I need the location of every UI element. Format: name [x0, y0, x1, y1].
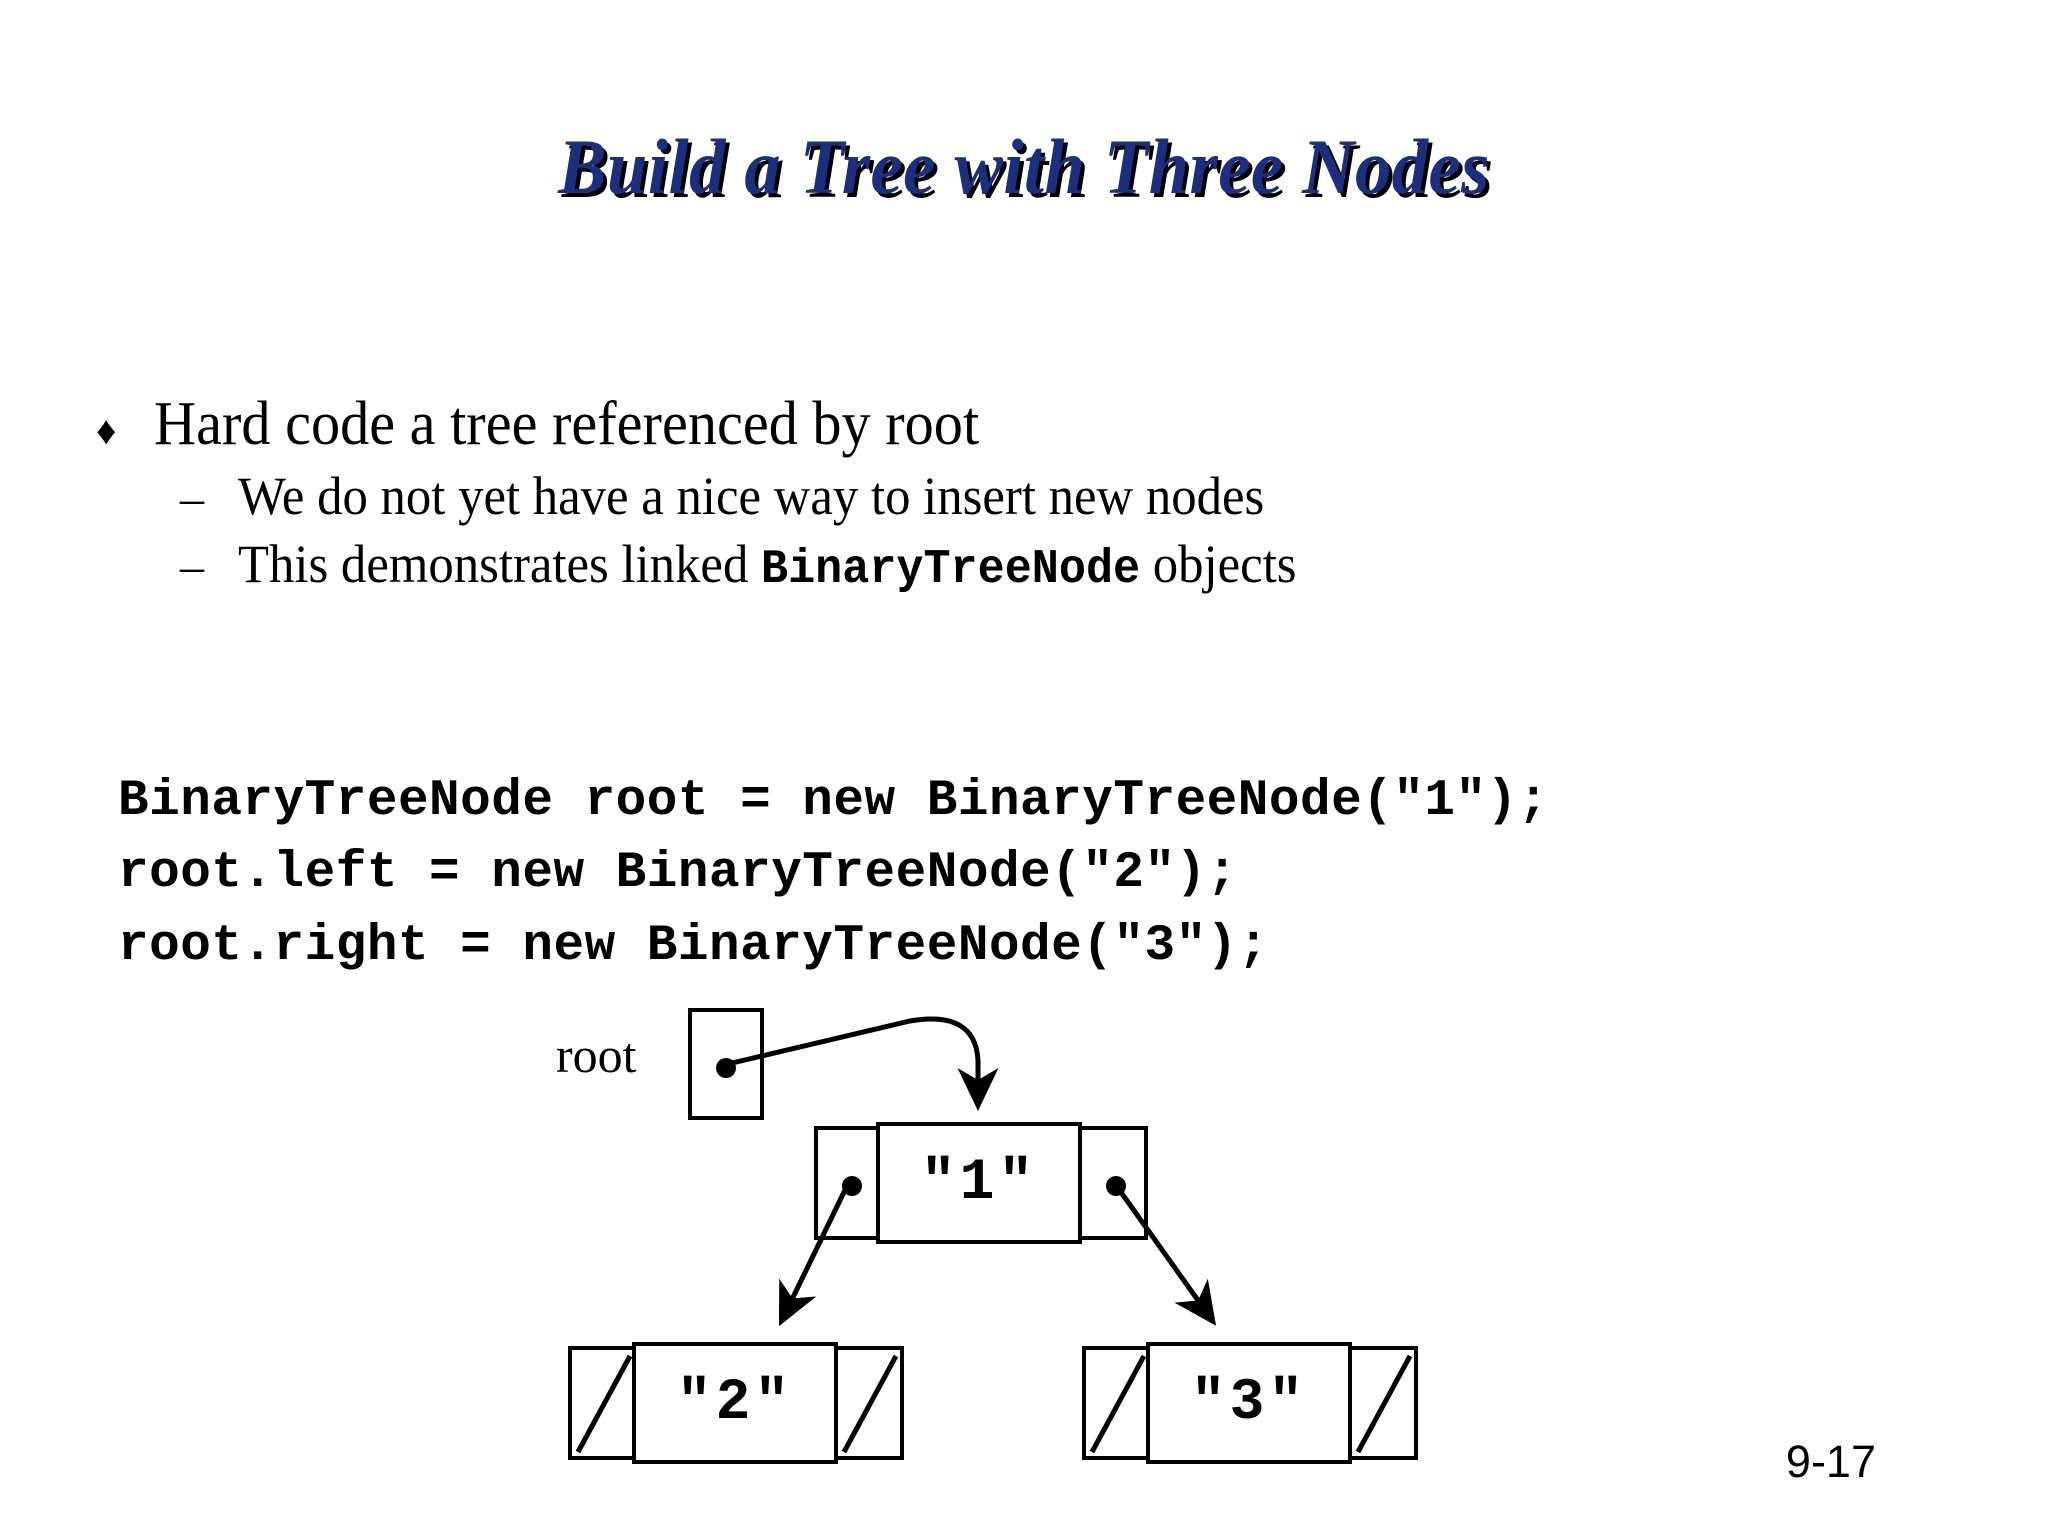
bullet-level2-1-label: We do not yet have a nice way to insert … — [238, 466, 1265, 527]
node-1-data-cell: "1" — [876, 1122, 1082, 1244]
code-block: BinaryTreeNode root = new BinaryTreeNode… — [118, 773, 1549, 975]
page-number: 9-17 — [1785, 1436, 1876, 1487]
edge-root-to-node-1 — [727, 1016, 999, 1112]
bullet-level2-1: – We do not yet have a nice way to inser… — [96, 466, 1976, 527]
page-title: Build a Tree with Three Nodes — [558, 123, 1490, 210]
bullet-level2-2: – This demonstrates linked BinaryTreeNod… — [96, 535, 1976, 597]
node-2-left-null-cell — [568, 1346, 638, 1460]
root-pointer-box — [688, 1008, 764, 1120]
diamond-bullet-icon: ♦ — [96, 408, 117, 453]
node-3-data-cell: "3" — [1146, 1342, 1352, 1464]
bullet-level2-2-text-after: objects — [1140, 534, 1297, 595]
node-3-right-null-cell — [1348, 1346, 1418, 1460]
root-pointer-dot — [716, 1058, 736, 1078]
node-1-left-pointer-dot — [842, 1176, 862, 1196]
root-variable-label: root — [556, 1027, 637, 1083]
body-content: ♦ Hard code a tree referenced by root – … — [96, 390, 1976, 597]
dash-bullet-icon: – — [180, 472, 204, 526]
node-2-data-cell: "2" — [632, 1342, 838, 1464]
bullet-level2-2-label: This demonstrates linked BinaryTreeNode … — [238, 535, 1297, 597]
node-1-left-pointer-cell — [814, 1126, 884, 1240]
node-1-right-pointer-cell — [1078, 1126, 1148, 1240]
bullet-level1: ♦ Hard code a tree referenced by root — [96, 390, 1976, 458]
bullet-level2-2-text-before: This demonstrates linked — [238, 534, 762, 595]
dash-bullet-icon: – — [180, 540, 204, 594]
inline-code-binarytreenode: BinaryTreeNode — [761, 543, 1141, 598]
bullet-level1-label: Hard code a tree referenced by root — [154, 390, 980, 458]
node-2-right-null-cell — [834, 1346, 904, 1460]
node-1-right-pointer-dot — [1106, 1176, 1126, 1196]
node-3-left-null-cell — [1082, 1346, 1152, 1460]
